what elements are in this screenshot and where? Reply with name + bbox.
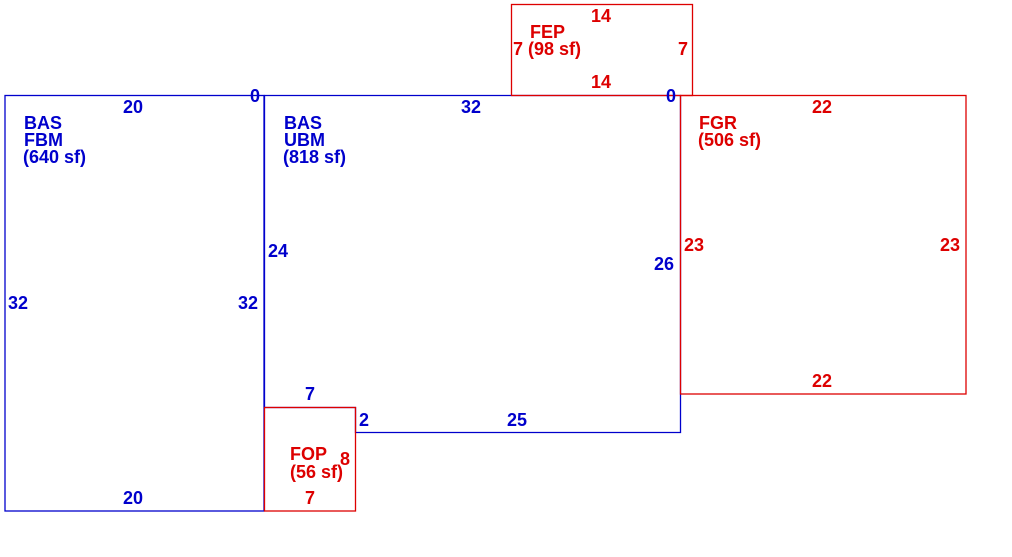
ubm-right-dimension: 26: [654, 254, 674, 274]
ubm-top-dimension: 32: [461, 97, 481, 117]
fep-right-dimension: 7: [678, 39, 688, 59]
ubm-step-dimension: 2: [359, 410, 369, 430]
fep-code: FEP: [530, 22, 565, 42]
fgr-right-dimension: 23: [940, 235, 960, 255]
fop-code: FOP: [290, 444, 327, 464]
bas-fbm-code: BAS: [24, 113, 62, 133]
bas-fbm-area: (640 sf): [23, 147, 86, 167]
bas-fbm-subcode: FBM: [24, 130, 63, 150]
fbm-corner-dimension: 0: [250, 86, 260, 106]
fbm-right-dimension: 32: [238, 293, 258, 313]
fop-right-dimension: 8: [340, 449, 350, 469]
fep-outline: [510, 3, 694, 97]
fbm-left-dimension: 32: [8, 293, 28, 313]
fep-bottom-dimension: 14: [591, 72, 611, 92]
fep-area: 7 (98 sf): [513, 39, 581, 59]
fgr-area: (506 sf): [698, 130, 761, 150]
bas-ubm-code: BAS: [284, 113, 322, 133]
fgr-code: FGR: [699, 113, 737, 133]
fgr-top-dimension: 22: [812, 97, 832, 117]
fop-area: (56 sf): [290, 462, 343, 482]
ubm-bottom-dimension: 25: [507, 410, 527, 430]
bas-ubm-area: (818 sf): [283, 147, 346, 167]
fgr-outline: [679, 94, 967, 395]
fop-top-dimension: 7: [305, 384, 315, 404]
ubm-left-dimension: 24: [268, 241, 288, 261]
fbm-bottom-dimension: 20: [123, 488, 143, 508]
fgr-left-dimension: 23: [684, 235, 704, 255]
fop-outline: [263, 406, 357, 512]
fep-top-dimension: 14: [591, 6, 611, 26]
fgr-bottom-dimension: 22: [812, 371, 832, 391]
ubm-corner-dimension: 0: [666, 86, 676, 106]
bas-ubm-subcode: UBM: [284, 130, 325, 150]
fbm-top-dimension: 20: [123, 97, 143, 117]
fop-bottom-dimension: 7: [305, 488, 315, 508]
